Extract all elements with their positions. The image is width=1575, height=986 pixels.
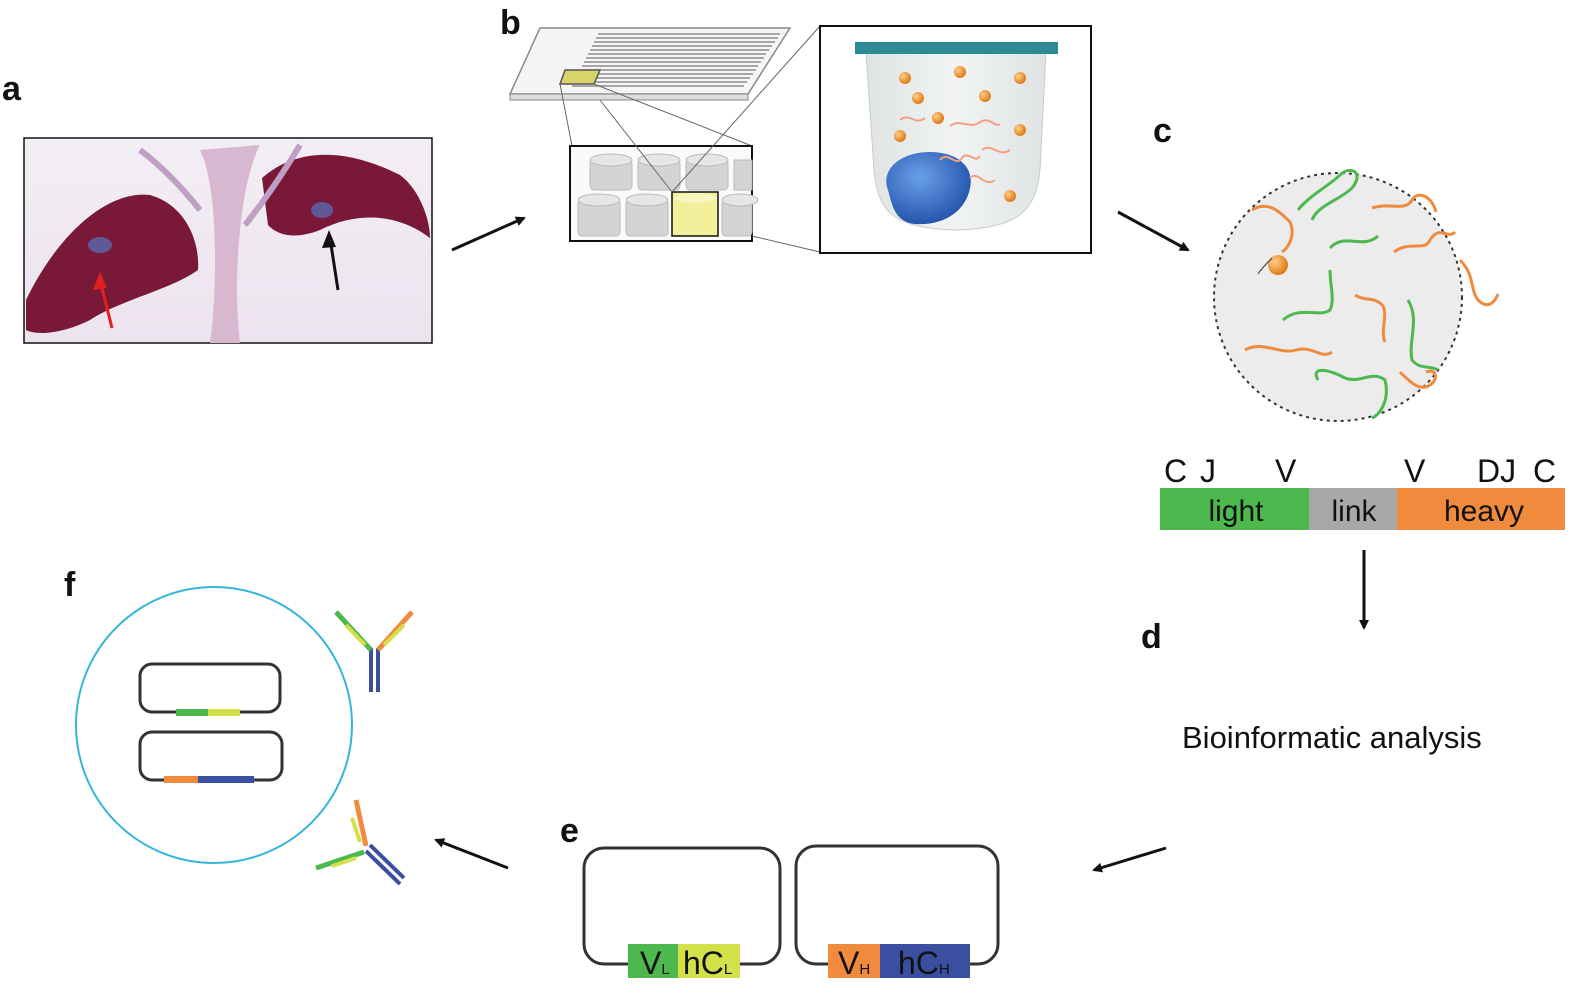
gene-label-j-light: J xyxy=(1200,453,1216,489)
antibody-tilted xyxy=(315,799,406,886)
panel-label-a: a xyxy=(2,70,22,108)
fusion-construct: light link heavy xyxy=(1160,488,1565,530)
hch-label: hCH xyxy=(898,945,950,981)
gene-label-dj-heavy: DJ xyxy=(1477,453,1516,489)
hcl-label: hCL xyxy=(683,945,732,981)
vl-segment xyxy=(628,944,678,978)
arrow-b-to-c xyxy=(1117,210,1190,252)
light-chain-vector: VL hCL xyxy=(582,846,782,981)
panel-label-e: e xyxy=(560,812,579,850)
emulsion-droplet xyxy=(1213,169,1500,422)
gene-label-v-heavy: V xyxy=(1404,453,1426,489)
panel-label-c: c xyxy=(1153,112,1172,150)
panel-label-f: f xyxy=(64,566,76,604)
vh-segment xyxy=(828,944,880,978)
bioinformatic-analysis-label: Bioinformatic analysis xyxy=(1182,720,1482,755)
panel-label-b: b xyxy=(500,4,521,42)
segment-label-light: light xyxy=(1208,495,1264,528)
hcl-segment xyxy=(678,944,740,978)
antibody-upright xyxy=(334,610,414,692)
tissue-photo xyxy=(23,137,433,344)
heavy-chain-vector: VH hCH xyxy=(794,844,1000,981)
microwell-slide xyxy=(508,25,1092,254)
gene-label-c-heavy: C xyxy=(1533,453,1556,489)
vh-label: VH xyxy=(838,945,870,981)
segment-light xyxy=(1160,488,1309,530)
segment-link xyxy=(1309,488,1397,530)
panel-label-d: d xyxy=(1141,618,1162,656)
segment-label-heavy: heavy xyxy=(1444,495,1524,528)
segment-label-link: link xyxy=(1331,495,1377,528)
arrow-a-to-b xyxy=(451,216,526,252)
hch-segment xyxy=(880,944,970,978)
vl-label: VL xyxy=(640,945,670,981)
arrow-d-to-e xyxy=(1092,846,1167,873)
gene-label-c-light: C xyxy=(1164,453,1187,489)
arrow-e-to-f xyxy=(434,838,509,870)
gene-label-v-light: V xyxy=(1275,453,1297,489)
segment-heavy xyxy=(1397,488,1565,530)
expression-cell xyxy=(75,586,353,864)
